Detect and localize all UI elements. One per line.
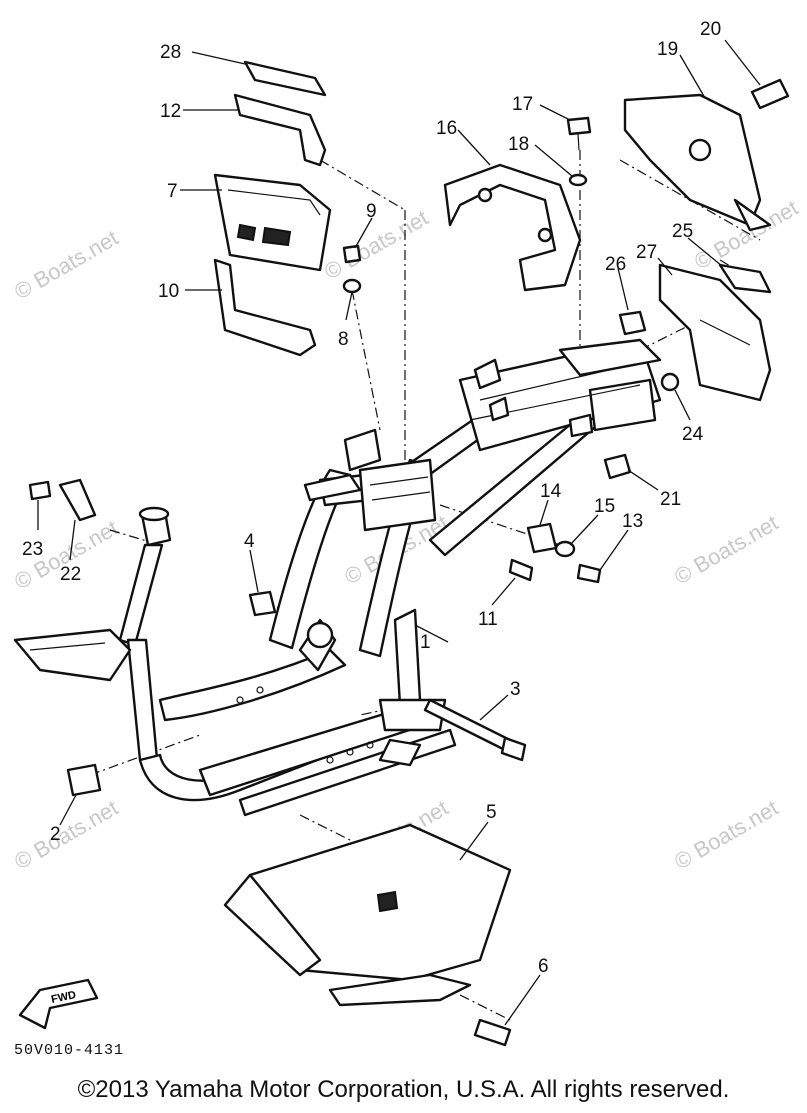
bolt [473, 1018, 512, 1047]
washer [568, 173, 588, 187]
callout-11: 11 [478, 609, 498, 630]
grommet [342, 278, 362, 294]
damper [526, 522, 558, 554]
callout-18: 18 [508, 134, 529, 155]
callout-16: 16 [436, 118, 457, 139]
callout-20: 20 [700, 19, 721, 40]
callout-19: 19 [657, 39, 678, 60]
battery-bracket [213, 258, 317, 357]
callout-2: 2 [50, 824, 61, 845]
bolt [566, 116, 592, 136]
pad [243, 60, 327, 97]
fwd-arrow-icon: FWD [18, 978, 99, 1030]
nut [618, 310, 647, 336]
rear-bracket [623, 93, 772, 232]
callout-21: 21 [660, 489, 681, 510]
nut [603, 453, 632, 480]
callout-28: 28 [160, 42, 181, 63]
callout-12: 12 [160, 101, 181, 122]
under-cover [223, 823, 512, 1007]
callout-6: 6 [538, 956, 549, 977]
watermark: © Boats.net [10, 225, 122, 304]
diagram-code: 50V010-4131 [14, 1042, 125, 1059]
callout-4: 4 [244, 531, 255, 552]
watermark: © Boats.net [10, 795, 122, 874]
callout-17: 17 [512, 94, 533, 115]
battery-band [233, 93, 327, 167]
center-bracket [443, 163, 582, 292]
bolt [28, 480, 52, 501]
callout-10: 10 [158, 281, 179, 302]
callout-23: 23 [22, 539, 43, 560]
callout-3: 3 [510, 679, 521, 700]
clip [342, 244, 362, 264]
bolt [750, 78, 790, 110]
callout-25: 25 [672, 221, 693, 242]
callout-24: 24 [682, 424, 704, 445]
grommet [248, 590, 277, 617]
copyright-notice: ©2013 Yamaha Motor Corporation, U.S.A. A… [77, 1076, 730, 1103]
side-bracket [658, 263, 772, 402]
callout-9: 9 [366, 201, 377, 222]
collar [66, 763, 102, 797]
callout-27: 27 [636, 242, 657, 263]
fwd-label: FWD [50, 989, 77, 1006]
collar [554, 540, 576, 558]
main-frame [13, 338, 662, 817]
callout-5: 5 [486, 802, 497, 823]
watermark: © Boats.net [670, 795, 782, 874]
long-bolt [423, 698, 527, 762]
callout-22: 22 [60, 564, 81, 585]
watermark: © Boats.net [670, 510, 782, 589]
bolt [576, 563, 602, 584]
callout-26: 26 [605, 254, 626, 275]
callout-14: 14 [540, 481, 562, 502]
callout-labels: 1 2 3 4 5 6 7 8 9 10 11 12 13 14 15 16 1… [22, 19, 721, 977]
battery-box [213, 173, 332, 272]
bolt [508, 558, 534, 582]
callout-8: 8 [338, 329, 349, 350]
connector [718, 263, 772, 294]
bracket [58, 478, 97, 522]
callout-7: 7 [167, 181, 178, 202]
leader-lines [37, 39, 761, 1026]
callout-15: 15 [594, 496, 615, 517]
callout-13: 13 [622, 511, 643, 532]
callout-1: 1 [420, 632, 431, 653]
